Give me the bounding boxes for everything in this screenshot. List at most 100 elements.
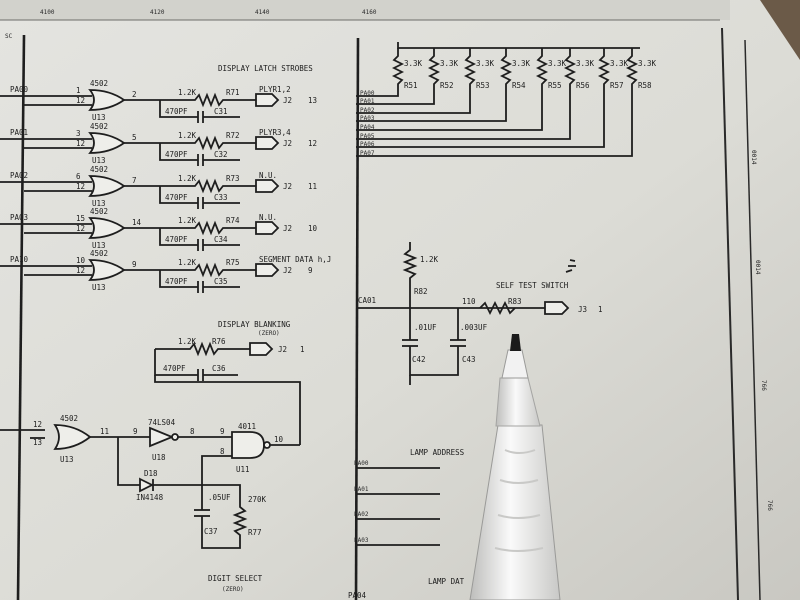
row-resistor-ref: R71 — [226, 88, 240, 97]
ruler-label: 4140 — [255, 9, 270, 16]
blanking-connector-icon — [249, 342, 274, 356]
lamp-address-line: PA03 — [354, 537, 369, 544]
connector-icon — [255, 93, 280, 107]
row-cap-value: 470PF — [165, 235, 188, 244]
rc-res-value: 270K — [248, 495, 267, 504]
connector-icon — [255, 221, 280, 235]
resistor-icon — [356, 48, 441, 105]
connector-icon — [255, 179, 280, 193]
blanking-resistor-ref: R76 — [212, 337, 226, 346]
pullup-line-label: PA00 — [360, 90, 375, 97]
self-test-connector-icon — [544, 301, 570, 315]
digit-select-sub: (ZERO) — [222, 586, 244, 593]
row-input-label: PA02 — [10, 171, 28, 180]
row-resistor-value: 1.2K — [178, 258, 197, 267]
nand-pin-b: 8 — [220, 447, 225, 456]
row-resistor-ref: R72 — [226, 131, 240, 140]
row-out-pin: 14 — [132, 218, 142, 227]
or-gate-icon — [88, 259, 126, 281]
self-test-res-ref: R83 — [508, 297, 522, 306]
row-input-label: PA03 — [10, 213, 28, 222]
connector-icon — [255, 263, 280, 277]
pen-icon — [469, 334, 561, 600]
pullup-ref: R56 — [576, 81, 590, 90]
pullup-value: 3.3K — [476, 59, 495, 68]
inv-unit: U18 — [152, 453, 166, 462]
nand-out-pin: 10 — [274, 435, 284, 444]
self-test-circuit: SELF TEST SWITCH CA01 1.2K R82 110 R83 J… — [356, 242, 603, 385]
nand-chip: 4011 — [238, 422, 256, 431]
resistor-icon — [356, 48, 549, 131]
row-signal: SEGMENT DATA h,J — [259, 255, 331, 264]
lamp-address-line: PA02 — [354, 511, 369, 518]
pullup-value: 3.3K — [638, 59, 657, 68]
rc-cap-ref: C37 — [204, 527, 218, 536]
ruler-label: 4160 — [362, 9, 377, 16]
blanking-cap-ref: C36 — [212, 364, 226, 373]
row-signal: PLYR3,4 — [259, 128, 291, 137]
resistor-icon — [356, 48, 477, 114]
pullup-line-label: PA06 — [360, 141, 375, 148]
pullup-line-label: PA02 — [360, 107, 375, 114]
row-pin-a: 10 — [76, 256, 86, 265]
inverter-icon — [149, 426, 175, 448]
resistor-icon — [356, 48, 513, 122]
row-cap-ref: C33 — [214, 193, 228, 202]
self-test-resistor-icon — [479, 300, 516, 316]
row-resistor-value: 1.2K — [178, 88, 197, 97]
pullup-ref: R54 — [512, 81, 526, 90]
or-chip: 4502 — [60, 414, 78, 423]
lamp-data-header: LAMP DAT — [428, 577, 465, 586]
blanking-conn-pin: 1 — [300, 345, 305, 354]
row-resistor-value: 1.2K — [178, 216, 197, 225]
row-signal: N.U. — [259, 213, 277, 222]
pullup-value: 3.3K — [512, 59, 531, 68]
self-test-pull-value: 1.2K — [420, 255, 439, 264]
top-ruler — [0, 0, 730, 20]
lamp-data-first-line: PA04 — [348, 591, 367, 600]
row-unit: U13 — [92, 283, 106, 292]
top-ruler-ticks: 4100 4120 4140 4160 SC — [5, 9, 377, 40]
margin-label: 766 — [760, 380, 767, 391]
row-unit: U13 — [92, 113, 106, 122]
row-chip: 4502 — [90, 165, 108, 174]
row-conn-pin: 12 — [308, 139, 317, 148]
row-pin-a: 15 — [76, 214, 85, 223]
blanking-resistor-value: 1.2K — [178, 337, 197, 346]
pullup-line-label: PA04 — [360, 124, 375, 131]
resistor-icon — [356, 48, 611, 148]
row-conn-pin: 10 — [308, 224, 318, 233]
pullup-value: 3.3K — [548, 59, 567, 68]
ruler-label: 4120 — [150, 9, 165, 16]
row-unit: U13 — [92, 156, 106, 165]
row-signal: PLYR1,2 — [259, 85, 291, 94]
row-input-label: PA10 — [10, 255, 29, 264]
row-unit: U13 — [92, 241, 106, 250]
row-resistor-value: 1.2K — [178, 131, 197, 140]
pullup-value: 3.3K — [610, 59, 629, 68]
blanking-conn: J2 — [278, 345, 287, 354]
latch-header: DISPLAY LATCH STROBES — [218, 64, 313, 73]
nand-pin-a: 9 — [220, 427, 225, 436]
cap1-value: .01UF — [414, 323, 437, 332]
pullup-ref: R52 — [440, 81, 454, 90]
row-out-pin: 2 — [132, 90, 137, 99]
row-pin-a: 6 — [76, 172, 81, 181]
row-resistor-value: 1.2K — [178, 174, 197, 183]
or-pin-a: 12 — [33, 420, 42, 429]
margin-label: 0014 — [750, 150, 757, 165]
or-pin-b: 13 — [33, 438, 42, 447]
nand-unit: U11 — [236, 465, 250, 474]
resistor-icon — [356, 48, 639, 157]
or-gate-icon — [88, 132, 126, 154]
cap1-ref: C42 — [412, 355, 426, 364]
digit-select-circuit: 12 13 4502 U13 11 9 74LS04 U18 8 9 8 401… — [0, 414, 300, 593]
